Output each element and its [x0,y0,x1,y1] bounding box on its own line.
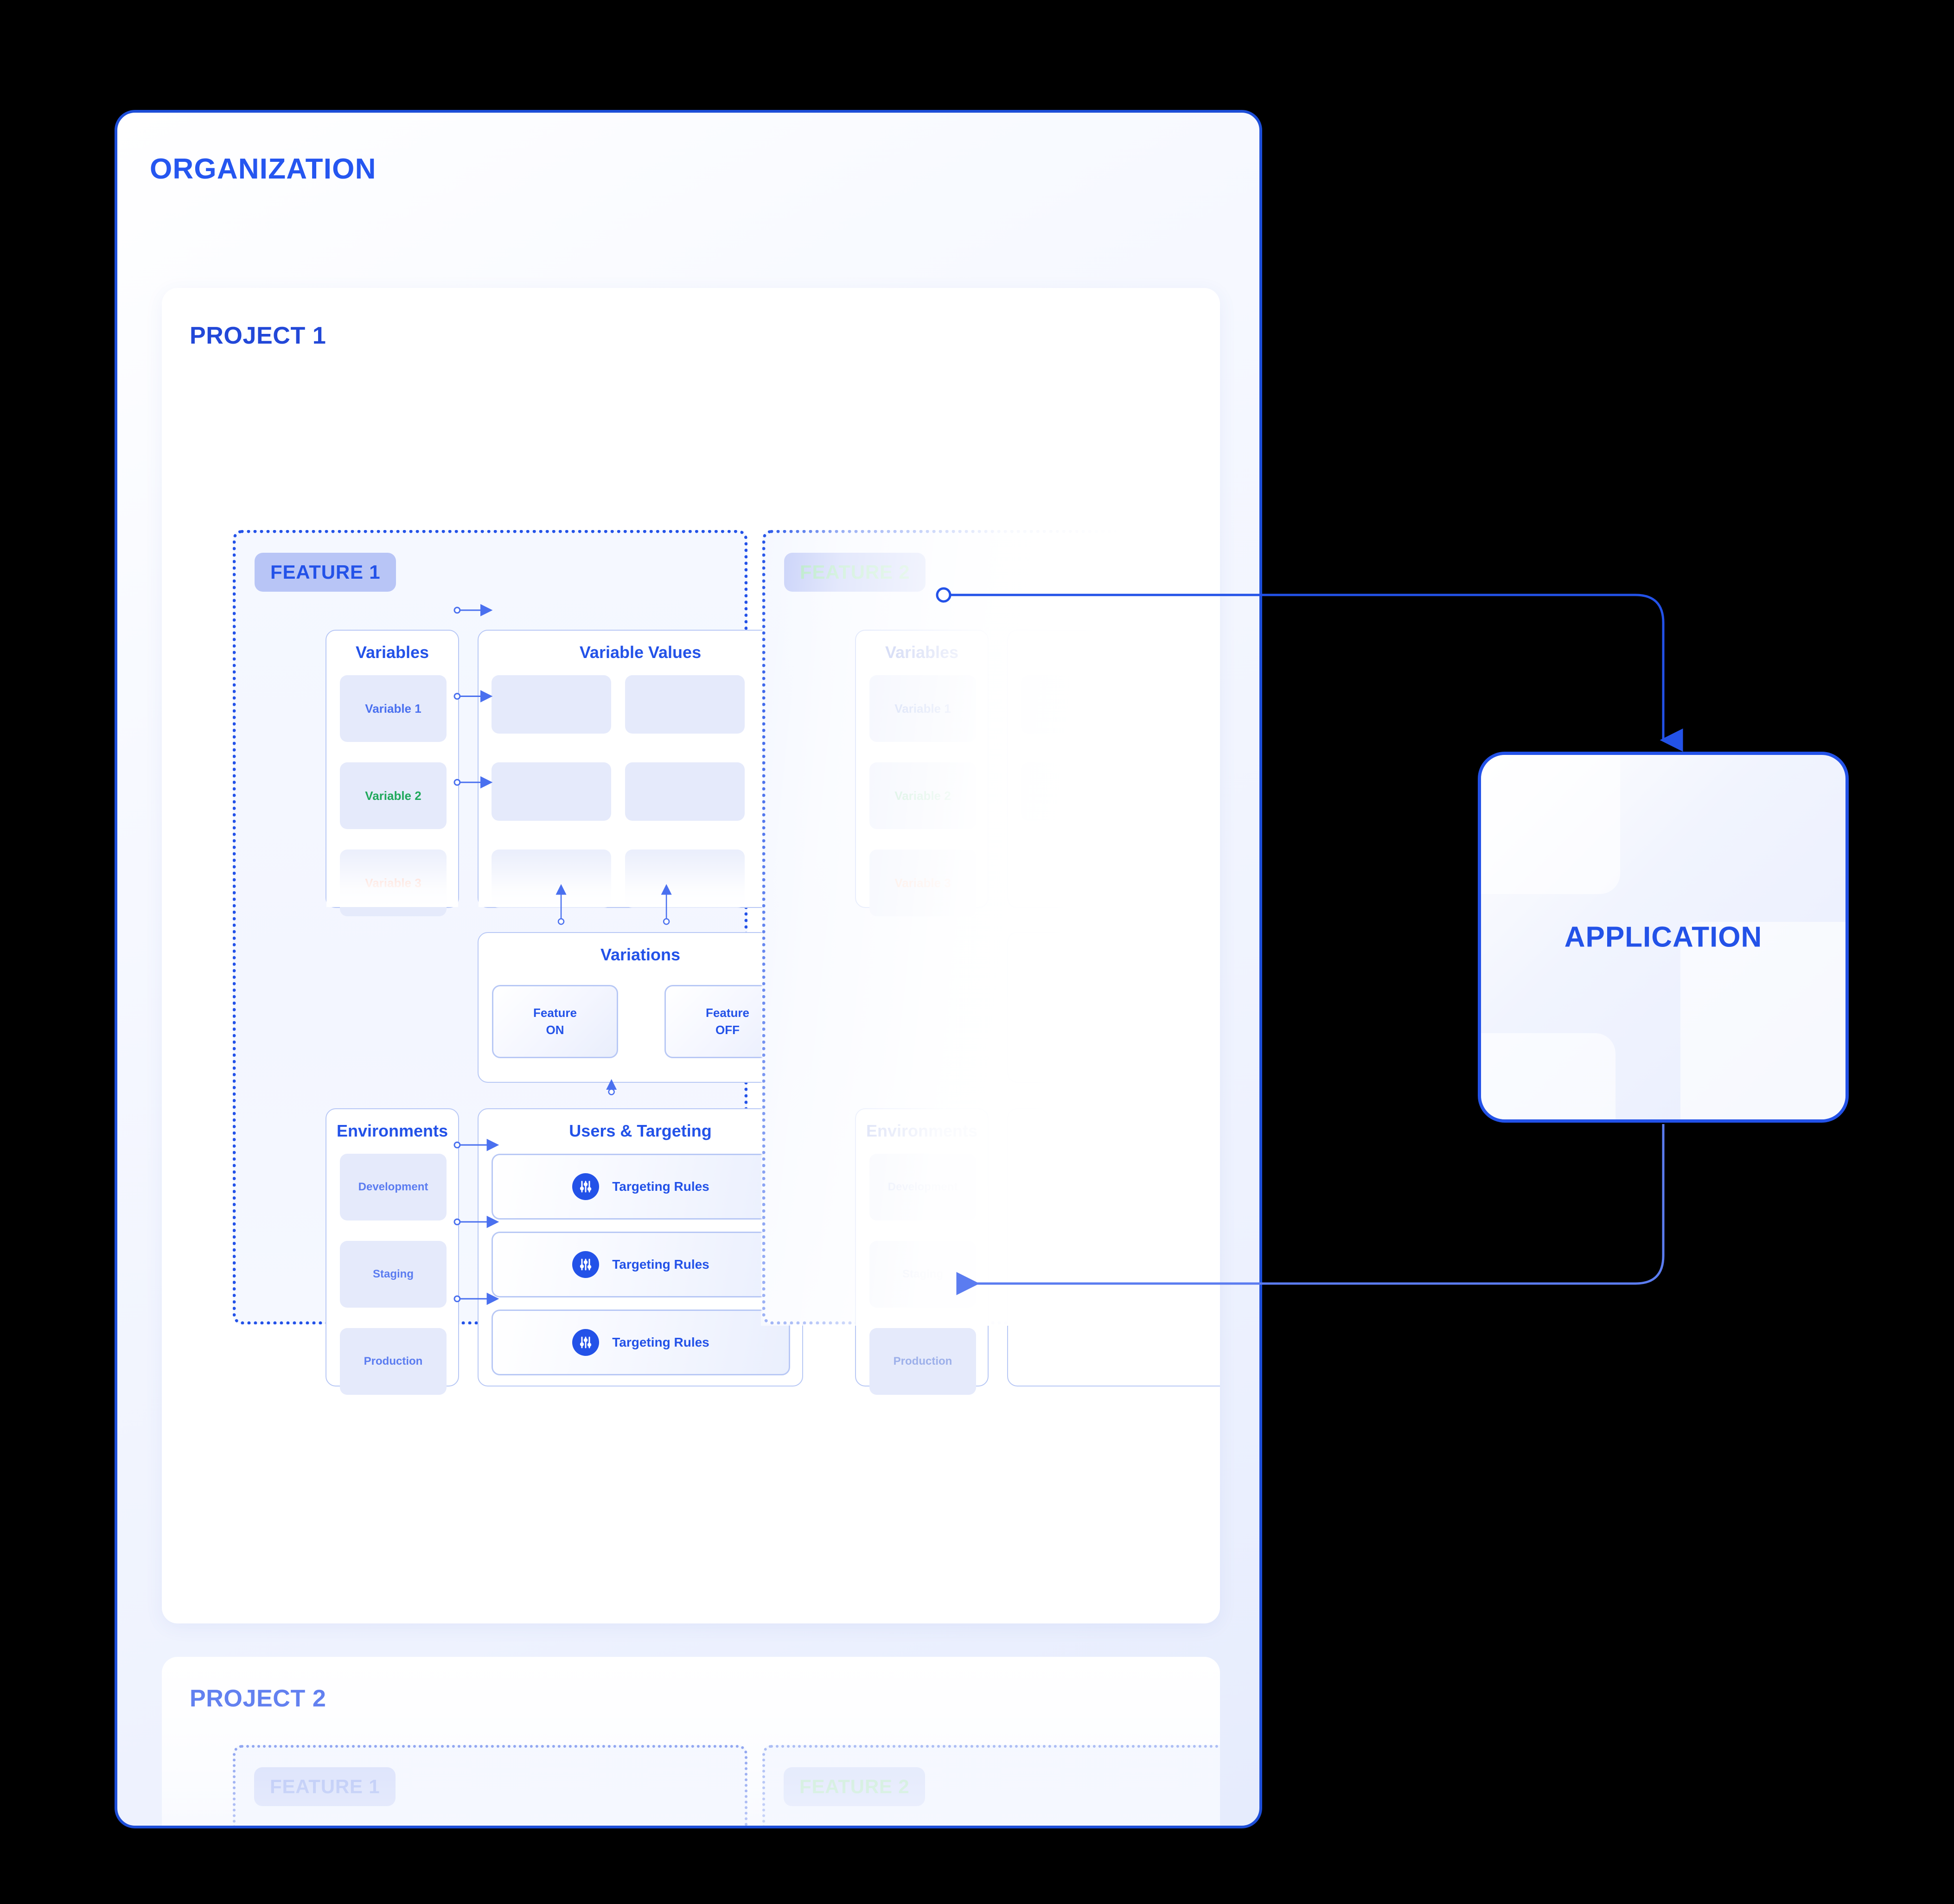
targeting-rule-label-3: Targeting Rules [612,1335,709,1349]
environment-chip-production[interactable]: Production [340,1328,447,1395]
environments-card: Environments Development Staging Product… [326,1108,459,1395]
sliders-icon [572,1251,600,1278]
organization-title: ORGANIZATION [150,153,377,185]
users-targeting-card: Users & Targeting [478,1108,803,1386]
feature-2-variable-values-card: Variable Values [1007,630,1220,908]
feature-2-variable-values-title: Variable Values [1109,643,1220,662]
feature-2-variables-card: Variables Variable 1 Variable 2 Variable… [855,630,989,916]
value-box-3-1[interactable] [492,850,611,908]
project-2-feature-2-panel[interactable]: FEATURE 2 [762,1745,1220,1826]
feature-2-variations-title: Variations [1130,945,1210,964]
project-1-title: PROJECT 1 [190,322,326,349]
project-2-card: PROJECT 2 FEATURE 1 FEATURE 2 [162,1657,1220,1826]
app-decor-blob-2 [1680,922,1845,1119]
feature-2-environment-chip-staging[interactable]: Staging [869,1241,976,1308]
variable-chip-3[interactable]: Variable 3 [340,850,447,916]
targeting-rule-row-3[interactable]: Targeting Rules [492,1310,790,1375]
variable-values-title: Variable Values [579,643,702,662]
variables-title: Variables [355,643,429,662]
feature-2-environments-title: Environments [866,1121,978,1140]
value-box-2-1[interactable] [492,762,611,821]
variations-title: Variations [600,945,681,964]
variation-on-line2: ON [546,1023,564,1037]
application-title: APPLICATION [1564,921,1762,953]
variable-chip-2[interactable]: Variable 2 [340,762,447,829]
environments-title: Environments [336,1121,448,1140]
feature-2-variable-chip-1[interactable]: Variable 1 [869,675,976,742]
project-2-feature-2-badge[interactable]: FEATURE 2 [784,1767,926,1806]
variations-card: Variations Feature ON Feature OFF [478,932,803,1083]
project-2-feature-1-badge[interactable]: FEATURE 1 [254,1767,396,1806]
feature-2-environments-card: Environments Development Staging Product… [855,1108,989,1395]
feature-1-panel[interactable]: FEATURE 1 Variables Variable 1 Variable … [233,530,803,1395]
feature-2-variable-chip-2[interactable]: Variable 2 [869,762,976,829]
targeting-rule-label-1: Targeting Rules [612,1179,709,1194]
feature-1-badge[interactable]: FEATURE 1 [255,553,396,592]
environment-chip-development[interactable]: Development [340,1154,447,1220]
environment-chip-staging[interactable]: Staging [340,1241,447,1308]
targeting-rule-row-2[interactable]: Targeting Rules [492,1232,790,1297]
feature-2-value-box-2-1[interactable] [1021,762,1141,821]
targeting-rule-row-1[interactable]: Targeting Rules [492,1154,790,1220]
value-box-3-2[interactable] [625,850,745,908]
variation-off-line2: OFF [715,1023,740,1037]
project-1-card: PROJECT 1 FEATURE 1 Variables Variable 1… [162,288,1220,1623]
users-targeting-title: Users & Targeting [569,1121,712,1140]
variables-card: Variables Variable 1 Variable 2 Variable… [326,630,459,916]
feature-2-users-targeting-title: Users & Targeting [1098,1121,1220,1140]
project-2-feature-1-panel[interactable]: FEATURE 1 [233,1745,747,1826]
feature-2-value-box-1-2[interactable] [1155,675,1220,734]
value-box-1-1[interactable] [492,675,611,734]
app-decor-blob-3 [1481,1033,1616,1119]
project-2-title: PROJECT 2 [190,1685,326,1712]
app-decor-blob-1 [1481,755,1620,894]
value-box-1-2[interactable] [625,675,745,734]
feature-2-value-box-1-1[interactable] [1021,675,1141,734]
feature-2-value-box-2-2[interactable] [1155,762,1220,821]
value-box-2-2[interactable] [625,762,745,821]
variation-off-line1: Feature [706,1006,749,1020]
feature-2-badge[interactable]: FEATURE 2 [784,553,926,592]
feature-2-panel[interactable]: FEATURE 2 Variables Variable 1 Variable … [761,529,1220,1395]
variation-feature-on[interactable]: Feature ON [492,985,618,1058]
organization-container: ORGANIZATION PROJECT 1 FEATURE 1 Variabl… [115,110,1262,1828]
variation-on-line1: Feature [533,1006,577,1020]
targeting-rule-label-2: Targeting Rules [612,1257,709,1271]
feature-2-users-targeting-card: Users & Targeting [1007,1108,1220,1386]
feature-2-environment-chip-production[interactable]: Production [869,1328,976,1395]
application-node[interactable]: APPLICATION [1478,752,1849,1123]
feature-2-environment-chip-development[interactable]: Development [869,1154,976,1220]
feature-2-variable-chip-3[interactable]: Variable 3 [869,850,976,916]
feature-2-variations-card: Variations [1007,932,1220,1083]
sliders-icon [572,1173,600,1200]
feature-2-variables-title: Variables [885,643,959,662]
sliders-icon [572,1329,600,1356]
variable-chip-1[interactable]: Variable 1 [340,675,447,742]
variable-values-card: Variable Values [478,630,803,908]
